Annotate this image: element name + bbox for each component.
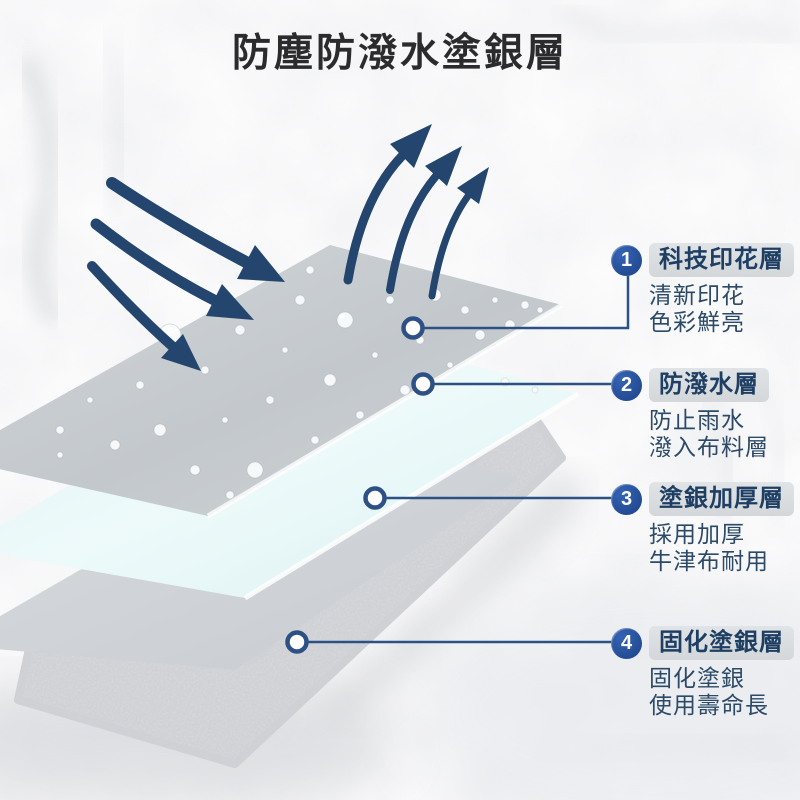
splash-arrow-icon bbox=[90, 218, 220, 306]
callout-water-repellent-layer: 2 防潑水層 防止雨水 潑入布料層 bbox=[611, 368, 797, 461]
droplet-highlight bbox=[162, 326, 170, 334]
callout-2-description: 防止雨水 潑入布料層 bbox=[649, 407, 769, 460]
connector-dot-2 bbox=[411, 372, 435, 396]
callout-silver-thick-layer: 3 塗銀加厚層 採用加厚 牛津布耐用 bbox=[611, 482, 797, 575]
connector-dot-1 bbox=[401, 316, 425, 340]
water-droplet bbox=[531, 386, 539, 394]
fabric-layer-sheet bbox=[14, 406, 566, 768]
callout-2-badge: 2 bbox=[611, 369, 642, 401]
splash-arrowhead-icon bbox=[161, 334, 201, 371]
callout-1-label: 科技印花層 bbox=[649, 243, 794, 277]
connector-dot-4 bbox=[285, 630, 309, 654]
splash-arrow-icon bbox=[87, 261, 177, 351]
callout-3-badge: 3 bbox=[611, 483, 642, 515]
splash-arrowhead-icon bbox=[237, 245, 285, 282]
callout-1-badge: 1 bbox=[611, 244, 642, 276]
callout-2-label: 防潑水層 bbox=[649, 368, 769, 402]
bounce-arrow-icon bbox=[428, 192, 472, 300]
connector-dot-3 bbox=[363, 486, 387, 510]
callout-1-description: 清新印花 色彩鮮亮 bbox=[649, 282, 745, 335]
bounce-arrowhead-icon bbox=[425, 146, 462, 186]
bounce-arrow-icon bbox=[343, 151, 407, 285]
callout-3-label: 塗銀加厚層 bbox=[649, 482, 794, 516]
water-droplets bbox=[55, 265, 544, 500]
splash-arrow-icon bbox=[106, 177, 252, 268]
callout-print-layer: 1 科技印花層 清新印花 色彩鮮亮 bbox=[611, 243, 797, 336]
callout-cured-silver-layer: 4 固化塗銀層 固化塗銀 使用壽命長 bbox=[611, 626, 797, 719]
splash-arrows bbox=[87, 177, 285, 371]
bounce-arrow-icon bbox=[386, 172, 440, 294]
stack-shadow-right bbox=[319, 468, 588, 729]
print-layer-sheet bbox=[0, 245, 564, 519]
connector-line-1 bbox=[413, 276, 630, 330]
callout-4-badge: 4 bbox=[611, 627, 642, 659]
callout-4-description: 固化塗銀 使用壽命長 bbox=[649, 665, 769, 718]
bounce-arrowhead-icon bbox=[390, 124, 432, 168]
callout-3-description: 採用加厚 牛津布耐用 bbox=[649, 521, 769, 574]
bounce-arrowhead-icon bbox=[457, 167, 489, 204]
bounce-arrows bbox=[343, 124, 489, 300]
callout-4-label: 固化塗銀層 bbox=[649, 626, 794, 660]
callout-connectors bbox=[285, 276, 630, 654]
page-title: 防塵防潑水塗銀層 bbox=[231, 32, 568, 75]
splash-arrowhead-icon bbox=[206, 284, 254, 320]
droplet-highlight bbox=[339, 313, 345, 319]
